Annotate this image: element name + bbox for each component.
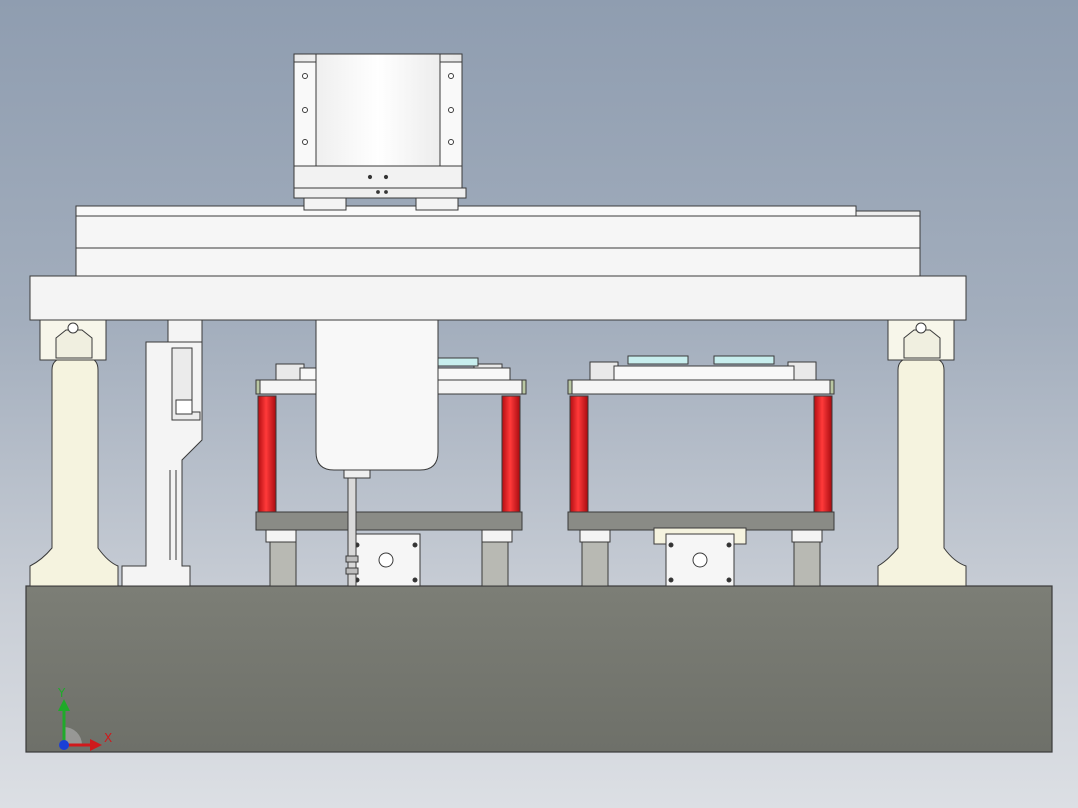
triad-arc [64,727,82,745]
x-axis-label: X [104,731,113,745]
right-fixture-station [567,355,835,587]
right-support-column [877,319,967,587]
base-block [25,585,1053,753]
z-axis-dot [59,740,69,750]
left-clamp-bracket [121,317,203,587]
triad-graphic [58,699,102,751]
y-axis-label: Y [58,686,66,700]
main-beam [29,205,967,321]
left-support-column [29,319,119,587]
vertical-ram [315,319,439,587]
y-axis-arrowhead [58,699,70,711]
coordinate-triad: Y X [50,685,120,755]
x-axis-arrowhead [90,739,102,751]
top-carriage [293,53,467,211]
